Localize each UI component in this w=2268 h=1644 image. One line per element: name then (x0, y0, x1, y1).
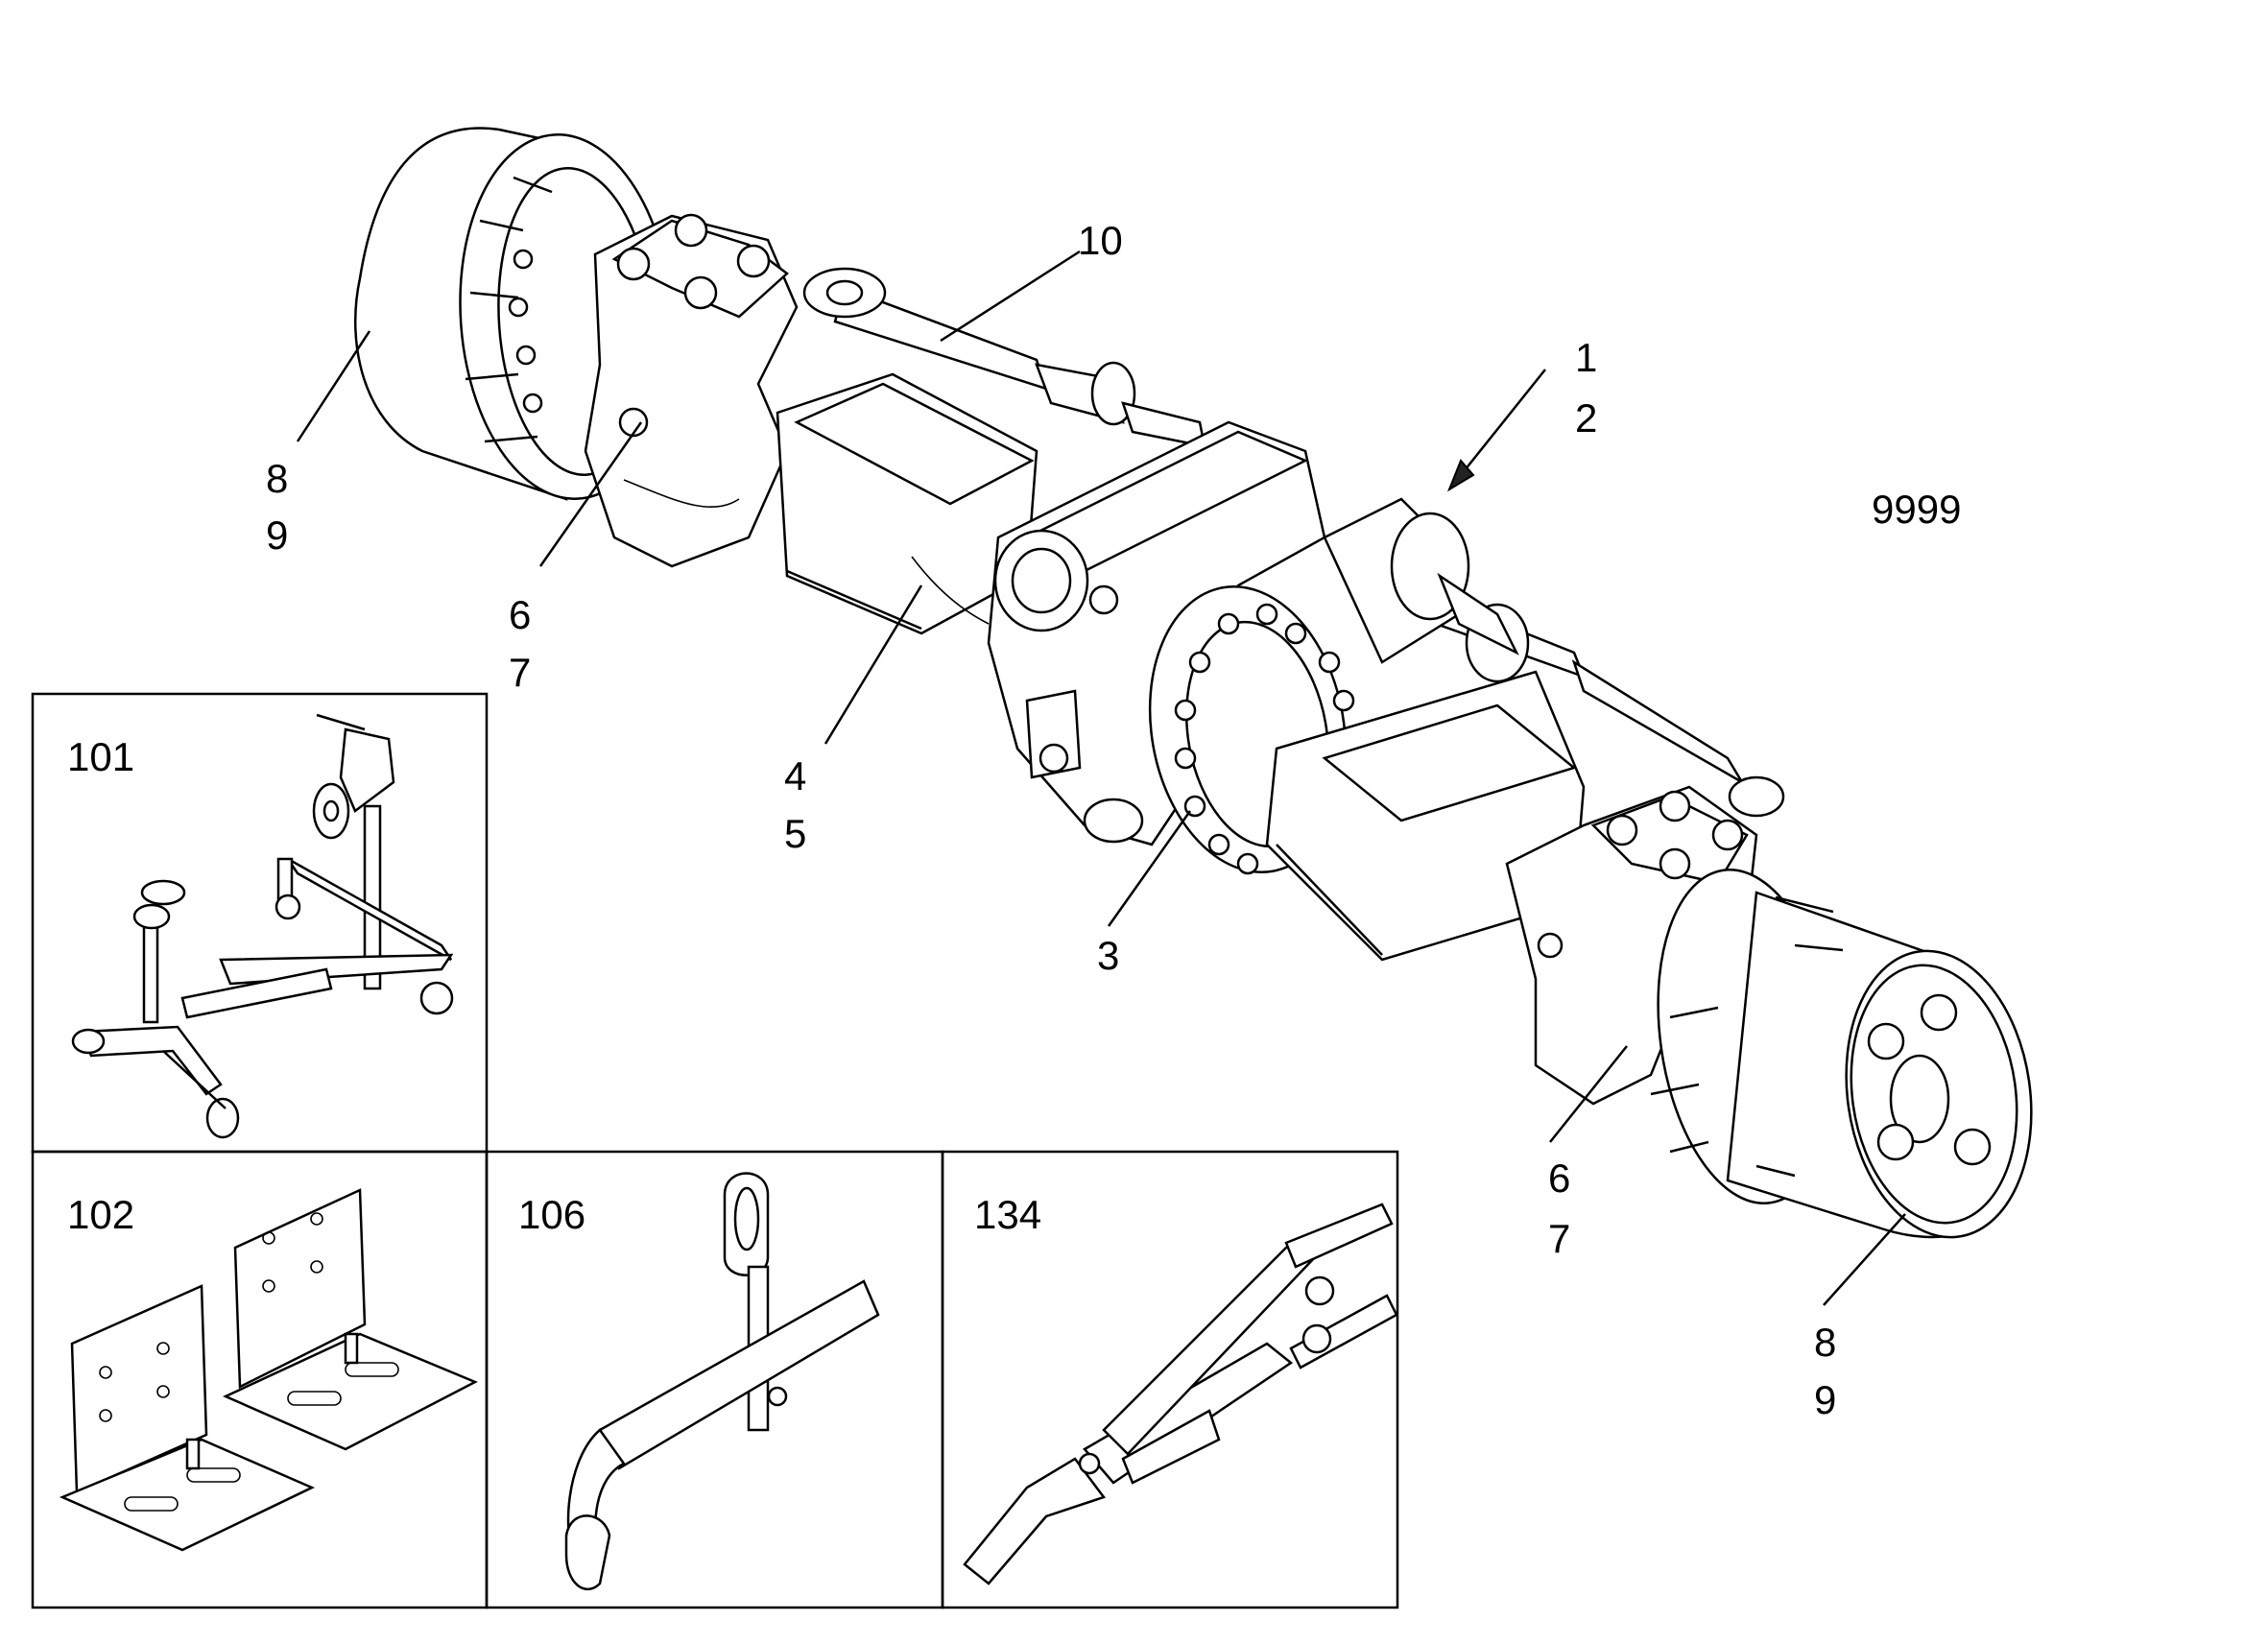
callout-10: 10 (1078, 218, 1123, 263)
callout-4: 4 (784, 753, 807, 798)
callout-9-left: 9 (266, 512, 289, 558)
right-housing (1265, 497, 1586, 962)
left-knuckle (584, 213, 799, 568)
tool-label-106: 106 (518, 1192, 586, 1237)
callout-7-left: 7 (509, 650, 532, 695)
callout-8-right: 8 (1814, 1320, 1837, 1365)
callout-1: 1 (1575, 335, 1598, 380)
callout-8-left: 8 (266, 456, 289, 501)
tool-101-stand (71, 713, 454, 1139)
axle-assembly (296, 127, 2033, 1306)
callout-3: 3 (1097, 933, 1120, 978)
right-knuckle (1505, 785, 1758, 1106)
callout-6-left: 6 (509, 592, 532, 637)
figure-code: 9999 (1872, 487, 1962, 532)
right-wheel-hub (1650, 869, 2033, 1239)
callout-9-right: 9 (1814, 1377, 1837, 1422)
tool-frames (31, 692, 1399, 1609)
tool-106-puller (564, 1172, 880, 1590)
tool-label-134: 134 (974, 1192, 1042, 1237)
callout-5: 5 (784, 811, 807, 856)
callout-2: 2 (1575, 395, 1598, 441)
tool-label-101: 101 (67, 734, 135, 779)
ring-bolts (1174, 603, 1355, 875)
left-housing (776, 372, 1039, 635)
tool-134-pliers (963, 1203, 1398, 1585)
tool-label-102: 102 (67, 1192, 135, 1237)
callout-6-right: 6 (1548, 1156, 1571, 1201)
leader-lines (296, 250, 1906, 1306)
callout-7-right: 7 (1548, 1216, 1571, 1261)
tool-102-brackets (59, 1188, 478, 1552)
